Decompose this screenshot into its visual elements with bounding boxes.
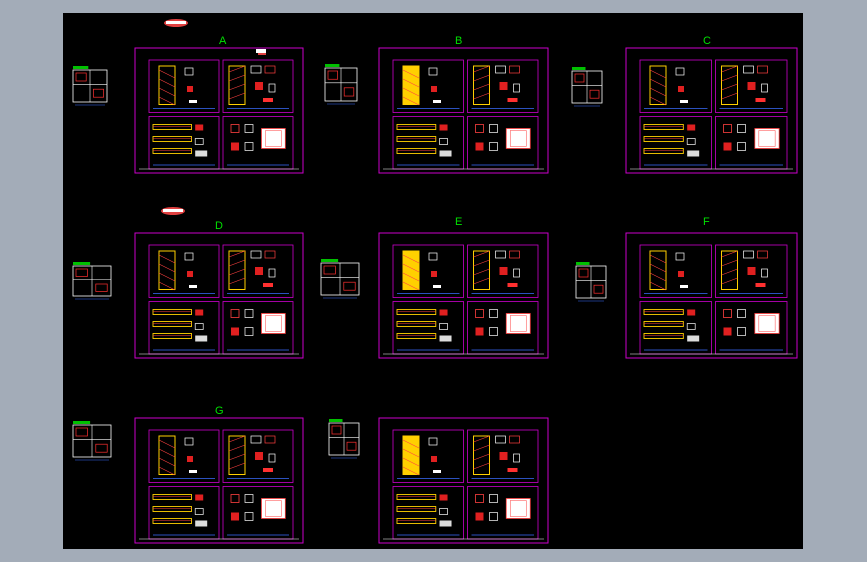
floor-plan-thumbnail[interactable] (320, 259, 360, 299)
sheet-label-f: F (703, 216, 710, 228)
floor-plan-thumbnail[interactable] (571, 67, 603, 107)
sheet-label-e: E (455, 216, 462, 228)
floor-plan-thumbnail[interactable] (328, 419, 360, 459)
title-stamp (164, 19, 188, 27)
drawing-sheet[interactable] (378, 417, 549, 544)
title-stamp (256, 49, 266, 55)
sheet-label-b: B (455, 35, 462, 47)
drawing-sheet[interactable] (378, 47, 549, 174)
sheet-label-a: A (219, 35, 227, 47)
floor-plan-thumbnail[interactable] (72, 262, 112, 300)
drawing-sheet[interactable] (625, 232, 798, 359)
floor-plan-thumbnail[interactable] (72, 421, 112, 461)
drawing-canvas[interactable]: A B C D E F G (63, 13, 803, 549)
drawing-sheet[interactable] (378, 232, 549, 359)
drawing-sheet[interactable] (134, 47, 304, 174)
floor-plan-thumbnail[interactable] (72, 66, 108, 106)
floor-plan-thumbnail[interactable] (324, 64, 358, 105)
sheet-label-c: C (703, 35, 711, 47)
title-stamp (161, 207, 185, 215)
drawing-sheet[interactable] (134, 417, 304, 544)
sheet-label-d: D (215, 220, 223, 232)
floor-plan-thumbnail[interactable] (575, 262, 607, 302)
drawing-sheet[interactable] (134, 232, 304, 359)
drawing-sheet[interactable] (625, 47, 798, 174)
sheet-label-g: G (215, 405, 224, 417)
cad-model-viewport[interactable]: A B C D E F G (63, 13, 803, 549)
